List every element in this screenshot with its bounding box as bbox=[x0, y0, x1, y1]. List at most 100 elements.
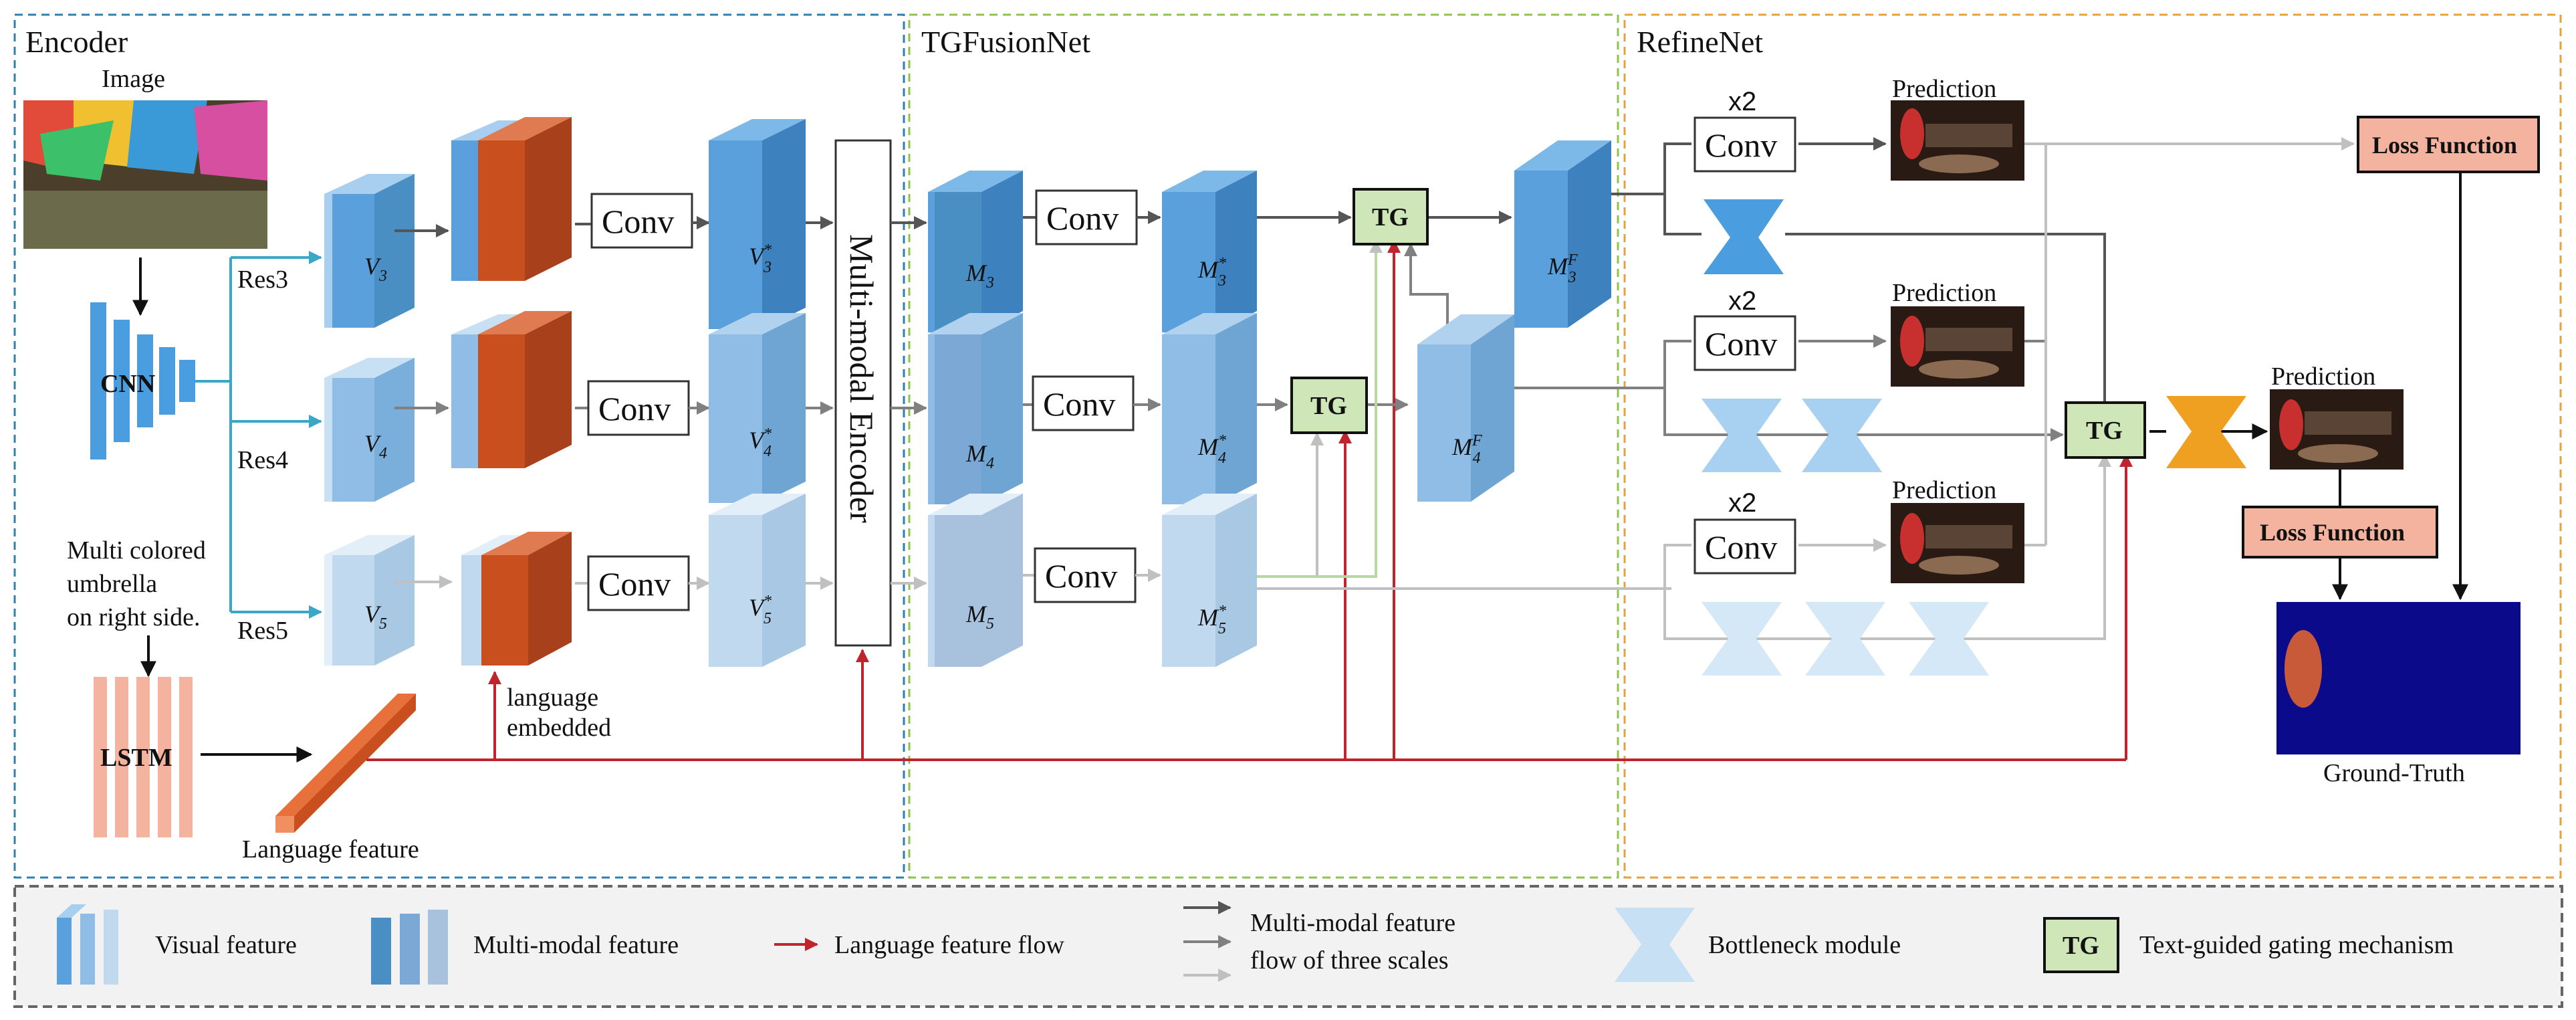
encoder-conv-4: Conv bbox=[587, 380, 690, 436]
x2-label-3: x2 bbox=[1728, 488, 1756, 518]
bottleneck-2b bbox=[1802, 399, 1882, 472]
multimodal-encoder: Multi-modal Encoder bbox=[834, 139, 892, 647]
language-embedded-line-2: embedded bbox=[507, 714, 611, 742]
concat-block-3 bbox=[451, 117, 572, 281]
visual-feature-v4 bbox=[324, 358, 415, 502]
prediction-image-3 bbox=[1891, 503, 2024, 583]
legend-language-flow: Language feature flow bbox=[834, 931, 1064, 959]
bottleneck-3c bbox=[1909, 602, 1989, 676]
visual-feature-v5 bbox=[324, 535, 415, 666]
tgfusion-tg-4: TG bbox=[1290, 377, 1368, 434]
legend-flow-line-1: Multi-modal feature bbox=[1250, 909, 1455, 937]
res4-label: Res4 bbox=[237, 446, 288, 474]
tgfusion-tg-3: TG bbox=[1353, 188, 1429, 245]
bottleneck-orange bbox=[2166, 396, 2246, 468]
fused-feature-m4f bbox=[1417, 314, 1514, 502]
x2-label-1: x2 bbox=[1728, 87, 1756, 116]
fused-feature-m3f bbox=[1514, 140, 1611, 328]
tgfusion-section bbox=[908, 13, 1619, 879]
loss-function-bottom-label: Loss Function bbox=[2260, 519, 2405, 546]
mm-feature-m3 bbox=[928, 171, 1023, 332]
lstm-label: LSTM bbox=[100, 744, 172, 772]
res3-label: Res3 bbox=[237, 266, 288, 294]
query-line-1: Multi colored bbox=[67, 536, 206, 565]
tgfusion-tg-3-label: TG bbox=[1372, 203, 1409, 231]
legend-multimodal-feature: Multi-modal feature bbox=[473, 931, 679, 959]
lstm-block bbox=[94, 677, 193, 837]
tgfusion-conv-3-label: Conv bbox=[1046, 199, 1119, 237]
image-label: Image bbox=[102, 65, 165, 93]
x2-label-2: x2 bbox=[1728, 286, 1756, 316]
tgfusion-title: TGFusionNet bbox=[921, 25, 1090, 59]
refine-conv-1-label: Conv bbox=[1705, 126, 1777, 164]
legend-multimodal-feature-icon bbox=[371, 910, 448, 985]
tgfusion-conv-5: Conv bbox=[1034, 547, 1137, 603]
language-feature-label: Language feature bbox=[242, 835, 419, 863]
refine-section bbox=[1623, 13, 2562, 879]
encoder-conv-3: Conv bbox=[590, 193, 693, 249]
legend-bottleneck-icon bbox=[1615, 908, 1695, 982]
encoder-section bbox=[13, 13, 905, 879]
legend-flow-line-2: flow of three scales bbox=[1250, 946, 1449, 975]
refine-conv-3: Conv bbox=[1693, 518, 1796, 575]
prediction-image-2 bbox=[1891, 306, 2024, 387]
prediction-label-1: Prediction bbox=[1892, 75, 1996, 103]
loss-function-bottom: Loss Function bbox=[2242, 506, 2438, 558]
refine-conv-1: Conv bbox=[1693, 116, 1796, 173]
encoder-conv-3-label: Conv bbox=[602, 203, 674, 240]
language-flow-lines bbox=[366, 239, 2133, 761]
prediction-label-3: Prediction bbox=[1892, 476, 1996, 504]
refine-title: RefineNet bbox=[1637, 25, 1763, 59]
res5-label: Res5 bbox=[237, 617, 288, 645]
query-line-3: on right side. bbox=[67, 603, 200, 631]
query-line-2: umbrella bbox=[67, 570, 157, 598]
legend-flow-arrows bbox=[1183, 901, 1232, 982]
encoder-conv-5: Conv bbox=[587, 555, 690, 611]
tgfusion-conv-4: Conv bbox=[1032, 375, 1135, 431]
legend-bottleneck: Bottleneck module bbox=[1708, 931, 1901, 959]
legend-tg-icon: TG bbox=[2043, 917, 2119, 973]
language-embedded-line-1: language bbox=[507, 684, 598, 712]
refine-conv-3-label: Conv bbox=[1705, 528, 1777, 566]
encoder-title: Encoder bbox=[25, 25, 128, 59]
refine-flow-lines bbox=[1257, 137, 2468, 640]
mm-star-feature-m5 bbox=[1162, 494, 1257, 667]
tgfusion-conv-4-label: Conv bbox=[1043, 385, 1115, 423]
visual-star-feature-v4 bbox=[709, 313, 806, 503]
multimodal-encoder-label: Multi-modal Encoder bbox=[843, 234, 881, 523]
concat-block-5 bbox=[461, 532, 572, 666]
prediction-image-final bbox=[2270, 389, 2404, 470]
prediction-label-final: Prediction bbox=[2271, 363, 2375, 391]
encoder-conv-5-label: Conv bbox=[598, 565, 671, 603]
bottleneck-3a bbox=[1702, 602, 1782, 676]
tgfusion-tg-4-label: TG bbox=[1310, 392, 1347, 420]
bottleneck-2a bbox=[1702, 399, 1782, 472]
prediction-image-1 bbox=[1891, 100, 2024, 181]
cnn-label: CNN bbox=[100, 370, 155, 398]
bottleneck-1 bbox=[1704, 199, 1784, 274]
visual-feature-v3 bbox=[324, 174, 415, 328]
mm-star-feature-m3 bbox=[1162, 171, 1257, 332]
refine-tg-label: TG bbox=[2086, 417, 2123, 445]
refine-conv-2-label: Conv bbox=[1705, 325, 1777, 363]
input-image bbox=[23, 100, 267, 249]
mm-feature-m4 bbox=[928, 313, 1023, 504]
language-feature-bar bbox=[275, 694, 416, 833]
bottleneck-3b bbox=[1805, 602, 1885, 676]
refine-conv-2: Conv bbox=[1693, 315, 1796, 371]
prediction-label-2: Prediction bbox=[1892, 279, 1996, 307]
tgfusion-conv-5-label: Conv bbox=[1045, 557, 1117, 595]
visual-star-feature-v5 bbox=[709, 494, 806, 667]
mm-feature-m5 bbox=[928, 494, 1023, 667]
legend-visual-feature-icon bbox=[57, 904, 118, 985]
mm-star-feature-m4 bbox=[1162, 313, 1257, 504]
loss-function-top: Loss Function bbox=[2357, 116, 2540, 173]
legend-tg-desc: Text-guided gating mechanism bbox=[2139, 931, 2454, 959]
cnn-block bbox=[90, 302, 195, 460]
res-connections bbox=[195, 251, 322, 619]
loss-function-top-label: Loss Function bbox=[2372, 132, 2517, 159]
tgfusion-conv-3: Conv bbox=[1035, 189, 1138, 245]
legend-tg-label: TG bbox=[2063, 932, 2099, 960]
concat-block-4 bbox=[451, 311, 572, 468]
